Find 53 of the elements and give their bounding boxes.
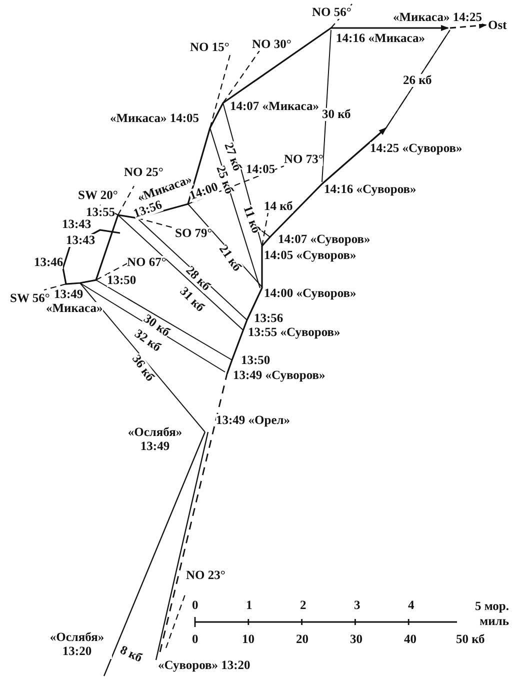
scale-label: 3	[354, 599, 360, 612]
time-label: 13:50	[241, 354, 270, 366]
bearing-label: NO 73°	[284, 153, 324, 166]
bearing-label: SO 79°	[175, 227, 212, 240]
bearing-label: NO 23°	[186, 569, 226, 582]
bearing-label: NO 25°	[124, 166, 164, 178]
bearing-label: NO 30°	[252, 38, 292, 50]
time-label: 13:46	[34, 256, 64, 268]
bearing-label: NO 67°	[127, 256, 166, 268]
time-label: 13:49	[54, 288, 84, 300]
scale-label: 5 мор. миль	[457, 599, 509, 629]
position-label: 14:25 «Суворов»	[370, 142, 462, 154]
distance-label: 8 кб	[118, 644, 144, 664]
scale-label: 20	[296, 633, 308, 646]
position-label: 14:00 «Суворов»	[264, 287, 356, 300]
bearing-label: SW 56°	[10, 292, 50, 304]
scale-label: 10	[242, 633, 254, 646]
time-label: 14:05	[246, 163, 276, 176]
distance-label: 26 кб	[403, 74, 432, 86]
distance-label: 14 кб	[264, 200, 293, 212]
scale-label: 4	[408, 599, 414, 612]
scale-label: 40	[404, 633, 416, 646]
scale-label: 30	[350, 633, 362, 646]
position-label: 13:49 «Орел»	[216, 414, 290, 426]
position-label: «Микаса» 14:05	[110, 112, 200, 124]
position-label: «Микаса» 14:25	[393, 11, 482, 24]
position-label: 13:55 «Суворов»	[248, 326, 340, 338]
position-label: «Микаса»	[46, 302, 103, 314]
distance-label: 11 кб	[241, 204, 262, 235]
time-label: 13:43	[62, 218, 92, 230]
position-label: 14:16 «Микаса»	[336, 32, 426, 44]
scale-label: 2	[300, 599, 306, 612]
time-label: 13:56	[254, 312, 284, 324]
distance-label: 21 кб	[216, 242, 244, 274]
bearing-label: NO 15°	[190, 41, 230, 54]
position-label: 13:49 «Суворов»	[233, 369, 326, 382]
position-label: 14:05 «Суворов»	[264, 249, 356, 262]
scale-label: 50 кб	[456, 633, 485, 646]
position-label: «Суворов» 13:20	[158, 659, 250, 672]
time-label: 13:43	[66, 234, 96, 246]
distance-label: 36 кб	[130, 352, 157, 384]
time-label: 13:50	[107, 274, 136, 286]
bearing-label: SW 20°	[78, 189, 118, 202]
position-label: 14:16 «Суворов»	[324, 183, 416, 196]
scale-label: 0	[192, 599, 198, 612]
direction-label: Ost	[488, 19, 507, 32]
position-label: 14:07 «Суворов»	[278, 233, 370, 246]
position-label: 14:07 «Микаса»	[230, 100, 320, 112]
bearing-label: NO 56°	[312, 6, 352, 18]
distance-label: 30 кб	[322, 108, 351, 120]
scale-label: 1	[246, 599, 252, 612]
scale-label: 0	[192, 633, 198, 646]
time-label: 13:55	[86, 206, 116, 218]
